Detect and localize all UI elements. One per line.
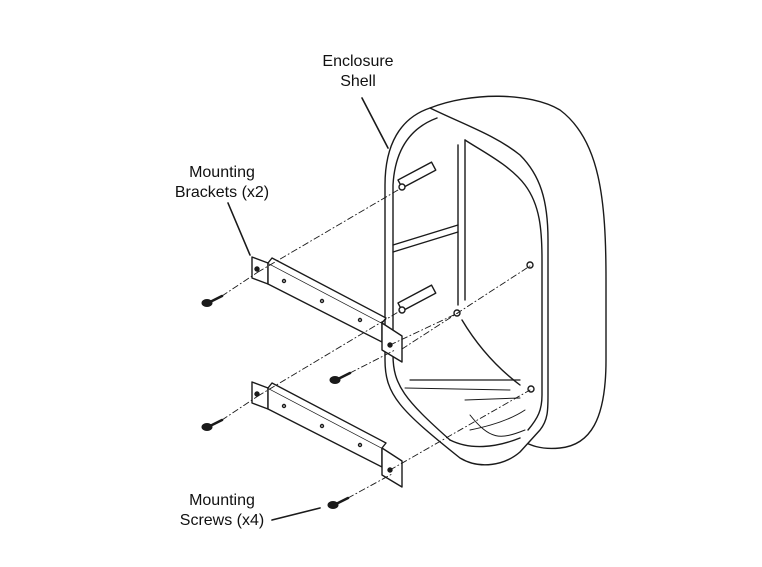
- label-enclosure-shell: Enclosure Shell: [306, 52, 410, 92]
- label-mounting-brackets: Mounting Brackets (x2): [160, 163, 284, 203]
- mounting-screws: [201, 294, 352, 509]
- enclosure-shell: [384, 95, 607, 466]
- alignment-lines: [221, 189, 531, 499]
- leader-lines: [227, 97, 389, 521]
- label-enclosure-line2: Shell: [340, 73, 376, 90]
- mounting-bracket-upper: [251, 256, 403, 363]
- screw-2: [329, 371, 352, 384]
- label-screws-line2: Screws (x4): [179, 512, 265, 529]
- leader-brackets: [227, 202, 251, 256]
- label-brackets-line2: Brackets (x2): [174, 184, 270, 201]
- screw-4: [327, 496, 350, 509]
- label-brackets-line1: Mounting: [189, 164, 255, 181]
- leader-screws: [271, 507, 321, 521]
- label-mounting-screws: Mounting Screws (x4): [166, 491, 278, 531]
- label-screws-line1: Mounting: [189, 492, 255, 509]
- leader-enclosure: [361, 97, 389, 149]
- label-enclosure-line1: Enclosure: [322, 53, 394, 70]
- mounting-bracket-lower: [251, 381, 403, 488]
- screw-3: [201, 418, 224, 431]
- screw-1: [201, 294, 224, 307]
